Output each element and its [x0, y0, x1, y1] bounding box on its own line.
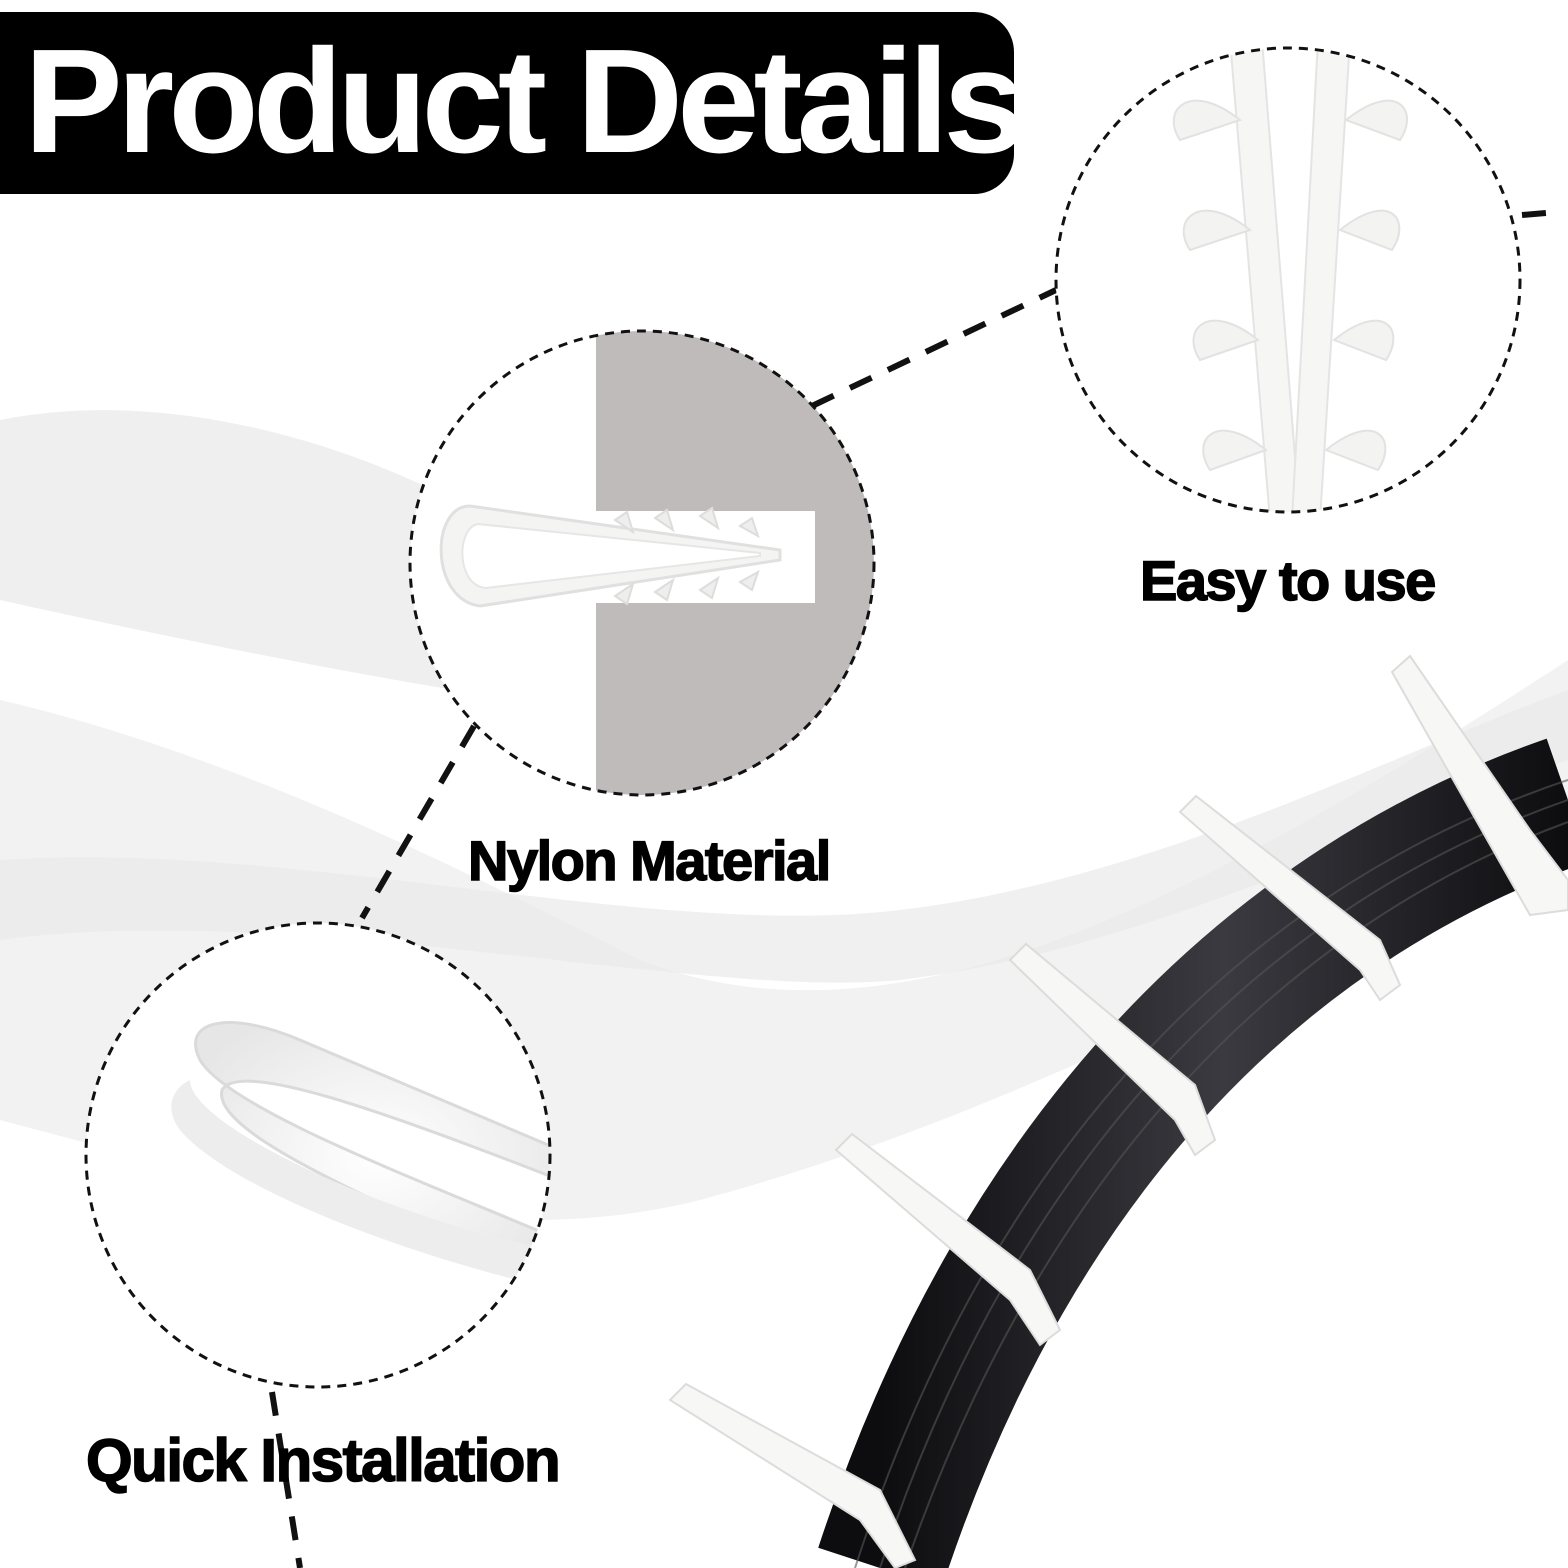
title-banner: Product Details [0, 12, 1026, 194]
quick-installation-closeup [84, 921, 552, 1389]
nylon-material-closeup [408, 329, 876, 797]
cable-with-clips [668, 654, 1568, 1568]
feature-label-quick: Quick Installation [85, 1426, 561, 1495]
easy-to-use-closeup [1054, 46, 1522, 514]
page-title: Product Details [24, 19, 1026, 184]
feature-label-nylon: Nylon Material [467, 828, 832, 893]
dashed-connector [269, 209, 1559, 1568]
feature-label-easy: Easy to use [1139, 548, 1437, 613]
